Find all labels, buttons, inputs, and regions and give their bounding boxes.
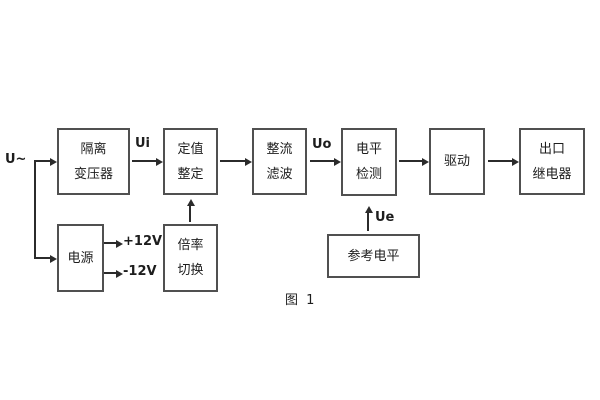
block-label: 驱动 — [443, 154, 470, 169]
block-label: 继电器 — [532, 166, 572, 182]
block-label: 定值 — [177, 141, 204, 157]
arrow-power-to-neg12 — [104, 270, 123, 278]
block-reference-level: 参考电平 — [327, 234, 420, 278]
input-branch-line — [34, 161, 36, 259]
block-label: 倍率 — [177, 238, 204, 253]
block-rectifier-filter: 整流 滤波 — [252, 128, 307, 195]
block-label: 变压器 — [73, 166, 113, 182]
arrow-rectifier-to-level — [310, 158, 341, 166]
ue-signal-label: Ue — [375, 210, 395, 225]
arrow-transformer-to-setpoint — [132, 158, 163, 166]
block-power-supply: 电源 — [57, 224, 104, 292]
block-label: 出口 — [538, 141, 565, 157]
arrow-level-to-driver — [399, 158, 429, 166]
block-label: 检测 — [355, 167, 382, 182]
block-label: 滤波 — [266, 166, 293, 182]
arrow-input-to-power — [34, 255, 57, 263]
block-label: 电源 — [67, 250, 94, 266]
block-isolation-transformer: 隔离 变压器 — [57, 128, 130, 195]
arrow-input-to-transformer — [34, 158, 57, 166]
uo-signal-label: Uo — [312, 137, 332, 152]
arrow-driver-to-relay — [488, 158, 519, 166]
block-label: 电平 — [355, 142, 382, 157]
block-label: 整流 — [266, 141, 293, 157]
block-ratio-switch: 倍率 切换 — [163, 224, 218, 292]
block-label: 切换 — [177, 263, 204, 278]
block-label: 隔离 — [80, 141, 107, 157]
block-label: 参考电平 — [347, 248, 400, 264]
block-level-detection: 电平 检测 — [341, 128, 397, 196]
ui-signal-label: Ui — [135, 136, 151, 151]
block-label: 整定 — [177, 166, 204, 182]
arrow-setpoint-to-rectifier — [220, 158, 252, 166]
pos12-rail-label: +12V — [123, 234, 163, 249]
neg12-rail-label: -12V — [123, 264, 157, 279]
input-signal-label: U~ — [5, 152, 27, 167]
arrow-power-to-pos12 — [104, 240, 123, 248]
arrow-reference-to-level — [365, 206, 373, 231]
figure-caption: 图 1 — [285, 293, 317, 308]
arrow-ratio-to-setpoint — [187, 199, 195, 222]
block-output-relay: 出口 继电器 — [519, 128, 585, 195]
block-setpoint-setting: 定值 整定 — [163, 128, 218, 195]
block-driver: 驱动 — [429, 128, 485, 195]
